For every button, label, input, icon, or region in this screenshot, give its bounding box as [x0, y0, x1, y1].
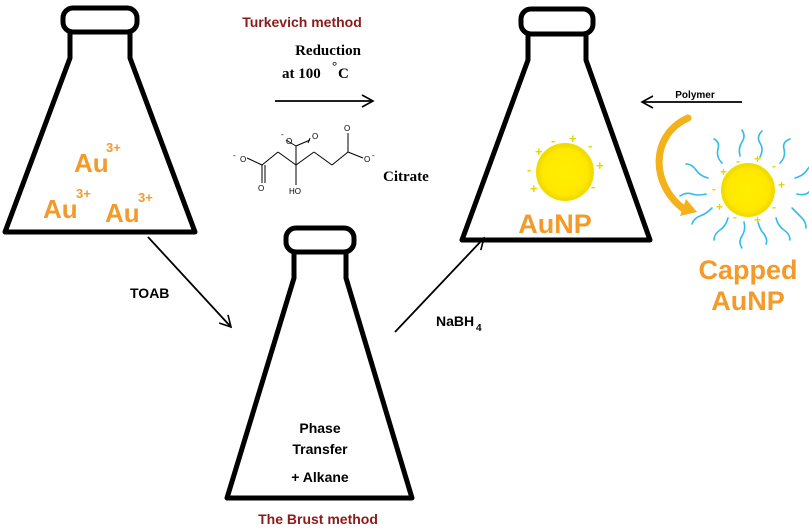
transfer-label: Transfer — [292, 441, 348, 457]
nabh4-label: NaBH 4 — [436, 313, 482, 334]
flask-brust-neck — [283, 225, 357, 255]
charge-minus: - — [588, 138, 592, 153]
au-ion-charge: 3+ — [106, 140, 121, 155]
reduction-temperature: at 100 — [282, 66, 321, 82]
citrate-atom-o: O — [312, 132, 318, 141]
charge-minus: - — [736, 154, 740, 168]
charge-plus: + — [535, 144, 543, 159]
charge-minus: - — [772, 200, 776, 214]
charge-plus: + — [596, 158, 604, 173]
charge-minus: - — [551, 133, 555, 148]
brust-method-title: The Brust method — [258, 511, 378, 527]
citrate-charge: - — [372, 151, 375, 160]
polymer-ligands — [679, 129, 809, 249]
charge-minus: - — [527, 162, 531, 177]
nabh4-arrow — [394, 236, 486, 333]
charge-minus: - — [591, 179, 595, 194]
surface-charges: + - + - - + + - — [527, 131, 604, 196]
au-ion-label: Au — [43, 194, 78, 224]
capped-aunp-label-line2: AuNP — [711, 286, 785, 316]
flask-brust-outline — [224, 252, 415, 501]
reduction-condition: at 100 ° C — [282, 58, 349, 82]
au-ion-charge: 3+ — [138, 190, 153, 205]
reduction-label: Reduction — [295, 43, 361, 59]
nanoparticle-sphere — [536, 143, 594, 201]
citrate-charge: - — [233, 151, 236, 160]
charge-plus: + — [716, 200, 723, 214]
charge-plus: + — [530, 181, 538, 196]
citrate-atom-o: O — [364, 155, 370, 164]
charge-plus: + — [569, 131, 577, 146]
charge-minus: - — [733, 210, 737, 224]
au-ion-label: Au — [74, 148, 109, 178]
toab-label: TOAB — [130, 285, 169, 301]
capped-nanoparticle: + - + - - + + - + - — [679, 129, 809, 249]
toab-arrow — [147, 236, 233, 329]
polymer-label: Polymer — [675, 90, 715, 101]
au-ion-label: Au — [105, 198, 140, 228]
capped-nanoparticle-sphere — [721, 163, 775, 217]
citrate-label: Citrate — [383, 169, 429, 185]
citrate-charge: - — [281, 130, 284, 139]
flask-aunp-outline — [459, 34, 653, 243]
charge-plus: + — [720, 165, 727, 179]
citrate-structure — [246, 133, 364, 185]
capped-aunp-label-line1: Capped — [698, 255, 797, 285]
aunp-label: AuNP — [518, 209, 592, 239]
flask-brust: Phase Transfer + Alkane — [224, 225, 415, 501]
turkevich-method-title: Turkevich method — [242, 14, 362, 30]
citrate-atom-o: O — [344, 124, 350, 133]
nabh4-formula: NaBH — [436, 313, 474, 329]
nabh4-subscript: 4 — [476, 323, 482, 334]
au-ion-charge: 3+ — [76, 186, 91, 201]
charge-plus: + — [754, 152, 761, 166]
flask-gold-salt: Au 3+ Au 3+ Au 3+ — [2, 5, 198, 235]
citrate-hydroxyl: HO — [289, 187, 301, 196]
temperature-unit: C — [338, 66, 349, 82]
alkane-label: + Alkane — [291, 469, 349, 485]
flask-gold-salt-neck — [60, 5, 140, 35]
charge-minus: - — [772, 159, 776, 173]
citrate-atom-o: O — [258, 184, 264, 193]
capping-arrow — [655, 114, 697, 216]
citrate-atom-o: O — [240, 155, 246, 164]
flask-aunp-neck — [518, 6, 596, 37]
flask-aunp: + - + - - + + - AuNP — [459, 6, 653, 243]
charge-minus: - — [712, 182, 716, 196]
flask-gold-salt-outline — [2, 32, 198, 235]
charge-plus: + — [754, 213, 761, 227]
capped-surface-charges: + - + - - + + - + - — [712, 152, 785, 227]
citrate-atom-o: O — [286, 137, 292, 146]
charge-plus: + — [778, 178, 785, 192]
phase-label: Phase — [299, 420, 340, 436]
degree-symbol: ° — [332, 58, 337, 73]
